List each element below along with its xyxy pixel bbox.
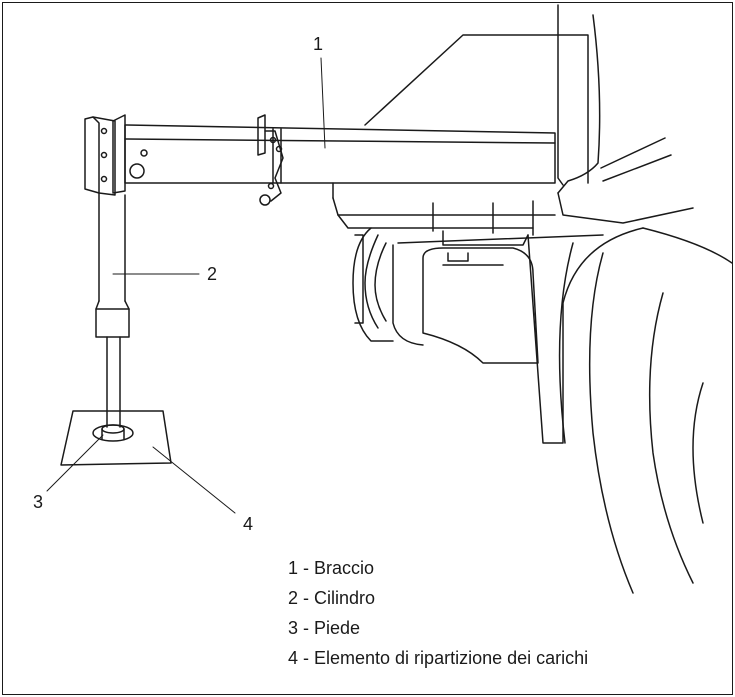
leg-bolt-2 [100,151,108,159]
boom-upper-edge [124,138,556,144]
leg-bolt-3 [100,175,108,183]
legend-item-elemento: 4 - Elemento di ripartizione dei carichi [288,648,589,668]
collar-taper [95,300,130,310]
legend-item-piede: 3 - Piede [288,618,361,638]
truck-cab-front [557,14,601,194]
boom-pin-large [129,163,145,179]
mudguard-front [527,227,644,444]
leg-top-block [84,116,116,196]
truck-cab-line-2 [602,154,672,182]
truck-cab-lower [557,192,694,224]
leader-lines [46,57,326,514]
clamp-hole-3 [267,182,275,190]
leader-3 [46,434,104,492]
boom-outer [124,124,556,184]
tank-left [392,244,424,346]
wheel-outer [588,252,634,594]
legend: 1 - Braccio 2 - Cilindro 3 - Piede 4 - E… [288,558,588,678]
load-plate [60,410,172,466]
wheel-hub-arc [692,382,704,524]
clamp-upper [257,114,266,156]
tank-cap [447,252,469,262]
leg-bolt-1 [100,127,108,135]
rear-wheel-rim-2 [374,242,387,322]
hook-ring [259,194,271,206]
callout-3: 3 [33,492,44,512]
chassis-top [332,197,556,216]
rear-wheel-rim-1 [364,234,379,329]
mudguard-top [642,227,732,264]
outrigger-leg [60,116,172,466]
clamp-plate [264,130,284,202]
wheel-inner [648,292,694,584]
mudguard-inner [558,242,574,444]
cylinder-collar [95,308,130,338]
rear-wheel-tire [352,227,394,342]
leg-top-edge [92,116,100,194]
clamp-hole-1 [269,136,277,144]
truck-cab-edge [557,4,564,186]
outrigger-drawing [46,4,732,594]
clamp-hole-2 [275,145,283,153]
callout-1: 1 [313,34,324,54]
truck-cab-line-1 [600,137,666,169]
fuel-tank [422,247,539,364]
foot-socket-sides [101,428,125,440]
callout-4: 4 [243,514,254,534]
frame-rail [397,234,604,244]
boom-arm [112,114,556,206]
leader-1 [320,57,326,149]
boom-pin-small [140,149,148,157]
callout-2: 2 [207,264,218,284]
truck-upper-panel [364,34,589,184]
foot-socket [101,424,125,434]
leader-4 [152,446,236,514]
chassis-bottom [337,214,534,229]
legend-item-cilindro: 2 - Cilindro [288,588,376,608]
chassis-bracket [442,230,529,246]
boom-end-plate [112,114,126,194]
legend-item-braccio: 1 - Braccio [288,558,375,578]
truck-body [332,4,732,594]
